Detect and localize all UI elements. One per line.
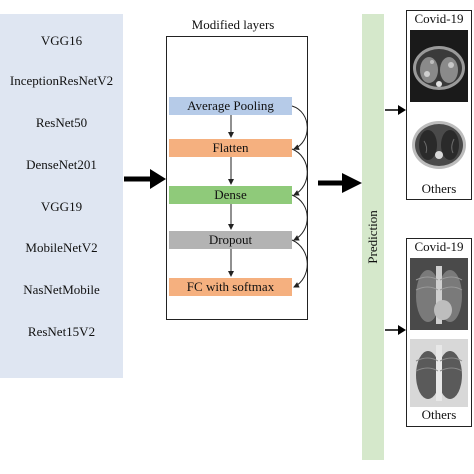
xray-others-image [410,339,468,407]
ct-others-image [410,111,468,179]
prediction-bar [362,14,384,460]
model-vgg19: VGG19 [40,199,83,214]
curve-dense-dropout [291,194,308,241]
model-nasnetmobile: NasNetMobile [23,282,100,297]
curve-pool-flatten [291,105,308,150]
xray-result-panel: Covid-19 Others [406,238,472,427]
xray-others-label: Others [421,407,457,422]
ct-others-label: Others [421,181,457,196]
output-arrow [318,173,362,193]
layer-flatten: Flatten [169,139,292,157]
layer-dropout: Dropout [169,231,292,249]
model-mobilenetv2: MobileNetV2 [25,240,98,255]
model-list-panel: VGG16 InceptionResNetV2 ResNet50 DenseNe… [0,14,123,378]
layer-fc-softmax: FC with softmax [169,278,292,296]
xray-covid-label: Covid-19 [414,239,464,254]
layer-dense: Dense [169,186,292,204]
curve-flatten-dense [291,148,308,196]
arrow-prediction-xray [385,325,406,335]
input-arrow [124,169,166,189]
ct-covid-label: Covid-19 [414,11,464,26]
modified-layers-box [166,36,308,320]
ct-result-panel: Covid-19 Others [406,10,472,200]
modified-layers-title: Modified layers [191,17,275,32]
model-vgg16: VGG16 [40,33,83,48]
model-resnet15v2: ResNet15V2 [27,324,96,339]
model-densenet201: DenseNet201 [26,157,97,172]
model-resnet50: ResNet50 [35,115,88,130]
ct-covid-image [410,30,468,102]
model-inceptionresnetv2: InceptionResNetV2 [9,73,114,88]
layer-average-pooling: Average Pooling [169,97,292,115]
arrow-prediction-ct [385,105,406,115]
xray-covid-image [410,258,468,330]
curve-dropout-fc [291,239,308,288]
